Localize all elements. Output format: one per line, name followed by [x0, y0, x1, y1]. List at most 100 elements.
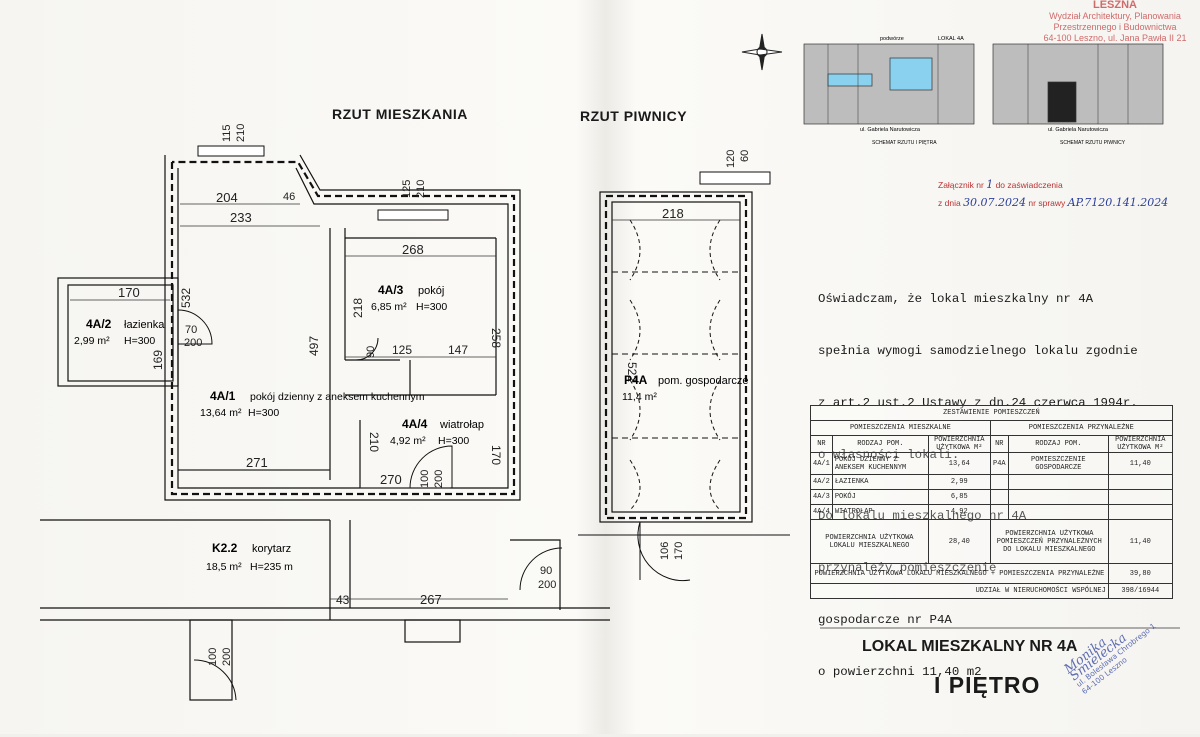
- schematic-street-left: ul. Gabriela Narutowicza: [860, 127, 921, 133]
- schematic-caption-left: SCHEMAT RZUTU I PIĘTRA: [872, 140, 937, 146]
- declaration-line-8: o powierzchni 11,40 m2: [818, 665, 982, 680]
- dim-147: 147: [448, 343, 468, 357]
- dim-522: 522: [625, 362, 639, 382]
- dim-60: 60: [739, 150, 751, 162]
- attachment-label-3: z dnia: [938, 198, 961, 208]
- table-group-right: POMIESZCZENIA PRZYNALEŻNE: [989, 420, 1173, 436]
- room-p4a-id: P4A: [624, 373, 648, 387]
- stamp-line-4: 64-100 Leszno, ul. Jana Pawła II 21: [1043, 33, 1187, 43]
- stamp-line-1: LESZNA: [1093, 0, 1137, 11]
- dim-106: 106: [659, 542, 671, 560]
- dim-90-a: 90: [365, 346, 377, 358]
- dim-100-a: 100: [419, 470, 431, 488]
- dim-200-b: 200: [433, 470, 445, 488]
- declaration-line-1: Oświadczam, że lokal mieszkalny nr 4A: [818, 291, 1094, 306]
- table-sum-right-label: POWIERZCHNIA UŻYTKOWA POMIESZCZEŃ PRZYNA…: [989, 519, 1109, 564]
- heading-basement-plan: RZUT PIWNICY: [580, 108, 688, 124]
- attachment-label-4: nr sprawy: [1028, 198, 1066, 208]
- room-4a1-area: 13,64 m²: [200, 407, 242, 419]
- rooms-summary-table: ZESTAWIENIE POMIESZCZEŃ POMIESZCZENIA MI…: [810, 405, 1173, 599]
- attachment-number: 1: [986, 178, 994, 191]
- room-4a3-name: pokój: [418, 285, 444, 297]
- room-4a3-id: 4A/3: [378, 283, 404, 297]
- declaration-line-7: gospodarcze nr P4A: [818, 613, 952, 628]
- dim-43: 43: [336, 593, 350, 607]
- room-p4a-name: pom. gospodarcze: [658, 375, 749, 387]
- dim-200-d: 200: [221, 648, 233, 666]
- room-labels: 4A/2 łazienka 2,99 m² H=300 4A/3 pokój 6…: [74, 283, 749, 573]
- table-title: ZESTAWIENIE POMIESZCZEŃ: [810, 405, 1173, 421]
- dim-170-b: 170: [489, 445, 503, 465]
- attachment-case-number: AP.7120.141.2024: [1067, 196, 1169, 209]
- dim-170-c: 170: [673, 542, 685, 560]
- table-header-nr: NR: [810, 435, 833, 453]
- room-4a2-id: 4A/2: [86, 317, 112, 331]
- room-4a4-area: 4,92 m²: [390, 435, 426, 447]
- dim-100-b: 100: [207, 648, 219, 666]
- room-4a3-area: 6,85 m²: [371, 301, 407, 313]
- room-k22-height: H=235 m: [250, 561, 293, 573]
- door-arcs: [177, 309, 563, 701]
- room-4a2-name: łazienka: [124, 319, 165, 331]
- room-4a2-area: 2,99 m²: [74, 335, 110, 347]
- room-4a4-name: wiatrołap: [439, 419, 484, 431]
- key-plan-schematics: podwórze LOKAL 4A ul. Gabriela Narutowic…: [803, 36, 1164, 146]
- dim-200-a: 200: [184, 337, 202, 349]
- dim-125: 125: [401, 180, 413, 198]
- dim-270: 270: [380, 472, 402, 487]
- table-share: 398/16944: [1107, 583, 1173, 599]
- corridor-walls: [40, 519, 610, 701]
- room-4a1-height: H=300: [248, 407, 279, 419]
- heading-apartment-plan: RZUT MIESZKANIA: [332, 106, 468, 122]
- basement-plan: [578, 171, 790, 582]
- stamp-line-3: Przestrzennego i Budownictwa: [1053, 22, 1177, 32]
- table-group-left: POMIESZCZENIA MIESZKALNE: [810, 420, 991, 436]
- table-total-label: POWIERZCHNIA UŻYTKOWA LOKALU MIESZKALNEG…: [810, 563, 1109, 584]
- room-4a2-height: H=300: [124, 335, 155, 347]
- dim-200-c: 200: [538, 579, 556, 591]
- table-sum-left-label: POWIERZCHNIA UŻYTKOWA LOKALU MIESZKALNEG…: [810, 519, 929, 564]
- dim-271: 271: [246, 455, 268, 470]
- dim-170: 170: [118, 285, 140, 300]
- room-4a4-height: H=300: [438, 435, 469, 447]
- table-sum-left: 28,40: [927, 519, 991, 564]
- attachment-label-2: do zaświadczenia: [995, 180, 1063, 190]
- table-header-area-2: POWIERZCHNIA UŻYTKOWA M²: [1107, 435, 1173, 453]
- room-4a3-height: H=300: [416, 301, 447, 313]
- dim-233: 233: [230, 210, 252, 225]
- room-4a1-id: 4A/1: [210, 389, 236, 403]
- table-header-name-2: RODZAJ POM.: [1007, 435, 1109, 453]
- dim-90-b: 90: [540, 565, 552, 577]
- room-k22-name: korytarz: [252, 543, 291, 555]
- dim-268: 268: [402, 242, 424, 257]
- dim-204: 204: [216, 190, 238, 205]
- dim-218-b: 218: [662, 206, 684, 221]
- office-stamp: LESZNA Wydział Architektury, Planowania …: [1030, 0, 1200, 44]
- title-block-lines: [820, 627, 1180, 629]
- dim-115: 115: [221, 124, 233, 142]
- dim-258: 258: [489, 328, 503, 348]
- room-k22-area: 18,5 m²: [206, 561, 242, 573]
- dimension-lines: [70, 203, 740, 600]
- room-4a4-id: 4A/4: [402, 417, 428, 431]
- room-4a1-name: pokój dzienny z aneksem kuchennym: [250, 391, 425, 403]
- dim-267: 267: [420, 592, 442, 607]
- table-row: POWIERZCHNIA UŻYTKOWA LOKALU MIESZKALNEG…: [810, 563, 1173, 584]
- dim-210-a: 210: [235, 124, 247, 142]
- room-p4a-area: 11,4 m²: [622, 391, 657, 403]
- stamp-line-2: Wydział Architektury, Planowania: [1049, 11, 1181, 21]
- schematic-street-right: ul. Gabriela Narutowicza: [1048, 127, 1109, 133]
- attachment-label-1: Załącznik nr: [938, 180, 984, 190]
- floor-title: I PIĘTRO: [934, 672, 1041, 698]
- schematic-label-unit: LOKAL 4A: [938, 36, 964, 42]
- dimension-labels: 115 210 125 210 204 46 233 268 170 532 7…: [118, 124, 751, 666]
- dim-120: 120: [725, 150, 737, 168]
- dim-532: 532: [179, 288, 193, 308]
- declaration-line-2: spełnia wymogi samodzielnego lokalu zgod…: [818, 344, 1138, 359]
